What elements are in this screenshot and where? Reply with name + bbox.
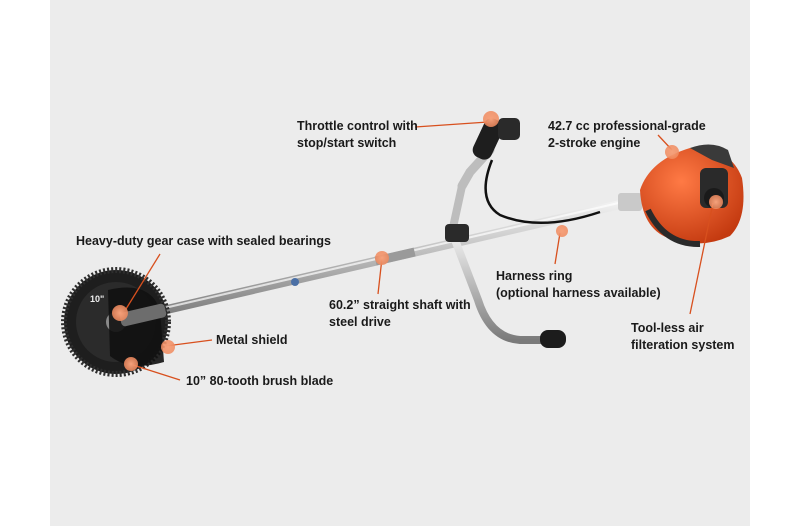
throttle-assembly [457,118,601,225]
marker-harness [556,225,568,237]
engine [618,144,744,248]
callout-gear-case: Heavy-duty gear case with sealed bearing… [76,233,331,250]
callout-shaft-line1: 60.2” straight shaft with [329,298,471,312]
callout-markers [112,111,723,371]
brush-blade: 10" [61,267,171,377]
callout-shaft: 60.2” straight shaft with steel drive [329,297,471,331]
callout-shield: Metal shield [216,332,288,349]
callout-throttle-line2: stop/start switch [297,136,397,150]
gear-case [119,303,167,327]
callout-shield-line1: Metal shield [216,333,288,347]
callout-harness: Harness ring (optional harness available… [496,268,661,302]
blade-label: 10" [90,294,104,304]
left-grip [540,330,566,348]
callout-engine-line2: 2-stroke engine [548,136,641,150]
callout-harness-line2: (optional harness available) [496,286,661,300]
callout-shaft-line2: steel drive [329,315,391,329]
callout-blade: 10” 80-tooth brush blade [186,373,333,390]
marker-blade [124,357,138,371]
marker-shield [161,340,175,354]
callout-air-filter-line1: Tool-less air [631,321,704,335]
callout-air-filter: Tool-less air filteration system [631,320,735,354]
callout-harness-line1: Harness ring [496,269,573,283]
marker-air-filter [709,195,723,209]
marker-throttle [483,111,499,127]
callout-air-filter-line2: filteration system [631,338,735,352]
marker-engine [665,145,679,159]
handlebar [445,182,566,348]
callout-throttle: Throttle control with stop/start switch [297,118,418,152]
callout-blade-line1: 10” 80-tooth brush blade [186,374,334,388]
marker-gear-case [112,305,128,321]
callout-gear-case-line1: Heavy-duty gear case with sealed bearing… [76,234,331,248]
callout-throttle-line1: Throttle control with [297,119,418,133]
photo-background [50,0,750,526]
handle-clamp [445,224,469,242]
marker-shaft [375,251,389,265]
callout-engine-line1: 42.7 cc professional-grade [548,119,706,133]
callout-engine: 42.7 cc professional-grade 2-stroke engi… [548,118,706,152]
